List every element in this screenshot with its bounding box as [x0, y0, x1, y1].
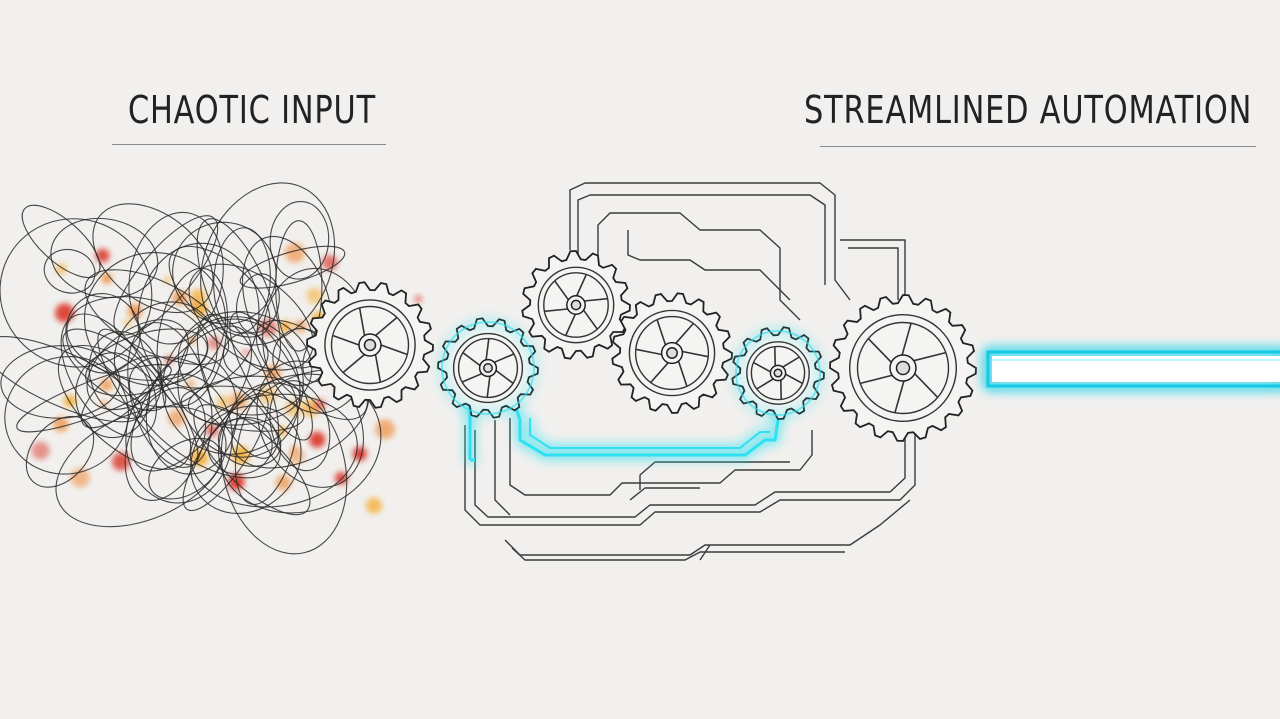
chaotic-input-label: CHAOTIC INPUT: [128, 88, 376, 132]
scribble-loop: [145, 353, 238, 475]
scribble-loop: [85, 328, 208, 397]
scribble-loop: [161, 316, 304, 455]
scribble-loop: [239, 245, 346, 289]
scribble-loop: [190, 405, 302, 514]
scribble-loop: [55, 406, 227, 528]
scribble-loop: [207, 418, 273, 475]
ember-spark: [101, 273, 113, 284]
ember-spark: [205, 423, 219, 437]
scribble-loop: [86, 319, 189, 411]
scribble-loop: [269, 200, 330, 280]
ember-spark: [53, 416, 69, 432]
scribble-loop: [220, 382, 348, 555]
scribble-loop: [180, 385, 305, 432]
scribble-loop: [113, 215, 219, 336]
scribble-loop: [127, 322, 213, 468]
ember-spark: [306, 287, 323, 304]
scribble-loop: [168, 245, 271, 338]
scribble-loop: [269, 380, 331, 472]
scribble-loop: [0, 218, 153, 368]
left-label-underline: [112, 144, 386, 145]
gear-train: [306, 250, 977, 442]
ember-spark: [55, 263, 67, 275]
scribble-loop: [177, 311, 313, 416]
ember-spark: [55, 303, 75, 323]
scribble-loop: [188, 263, 314, 371]
scribble-loop: [21, 204, 101, 279]
scribble-loop: [83, 252, 227, 387]
gear-icon: [437, 317, 539, 419]
scribble-loop: [4, 355, 129, 475]
scribble-loop: [213, 227, 271, 334]
ember-spark: [375, 419, 395, 440]
scribble-loop: [236, 273, 280, 334]
scribble-loop: [62, 328, 167, 412]
scribble-loop: [84, 269, 230, 365]
scribble-loop: [275, 220, 323, 352]
ember-spark: [63, 394, 77, 408]
scribble-loop: [196, 218, 282, 372]
scribble-loop: [16, 364, 172, 433]
scribble-loop: [229, 311, 313, 441]
ember-spark: [414, 295, 422, 303]
scribble-loop: [80, 355, 162, 429]
streamlined-automation-label: STREAMLINED AUTOMATION: [803, 88, 1252, 132]
scribble-loop: [128, 356, 282, 479]
gear-icon: [611, 292, 733, 414]
scribble-loop: [148, 437, 222, 500]
right-label-underline: [820, 146, 1256, 147]
scribble-loop: [130, 325, 253, 472]
scribble-loop: [200, 182, 336, 346]
scribble-loop: [50, 217, 159, 299]
scribble-loop: [97, 328, 199, 466]
scribble-loop: [156, 267, 228, 407]
ember-spark: [100, 378, 113, 392]
ember-spark: [277, 426, 287, 436]
scribble-loop: [128, 211, 224, 345]
ember-spark: [352, 446, 367, 461]
gear-icon: [829, 294, 977, 442]
gear-icon: [731, 326, 825, 420]
ember-spark: [365, 497, 383, 514]
scribble-loop: [88, 330, 162, 420]
circuit-traces: [464, 182, 916, 561]
scribble-loop: [43, 248, 96, 294]
scribble-loop: [113, 301, 218, 408]
scribble-loop: [60, 313, 158, 438]
scribble-loop: [124, 387, 206, 501]
ember-spark: [100, 399, 108, 408]
scribble-loop: [182, 393, 269, 512]
scribble-loop: [92, 203, 214, 314]
ember-spark: [275, 475, 292, 491]
output-beam: [985, 350, 1280, 388]
scribble-loop: [0, 336, 143, 423]
ember-spark: [31, 441, 50, 460]
ember-spark: [242, 349, 249, 356]
scribble-loop: [193, 404, 311, 516]
scribble-loop: [75, 352, 151, 439]
scribble-loop: [0, 345, 121, 419]
scribble-loop: [25, 415, 95, 488]
ember-spark: [309, 431, 326, 448]
chaotic-scribble: [0, 182, 422, 555]
ember-spark: [190, 288, 207, 305]
scribble-loop: [234, 378, 299, 506]
gear-icon: [521, 250, 631, 360]
gear-icon: [306, 281, 434, 409]
scribble-loop: [177, 318, 301, 458]
